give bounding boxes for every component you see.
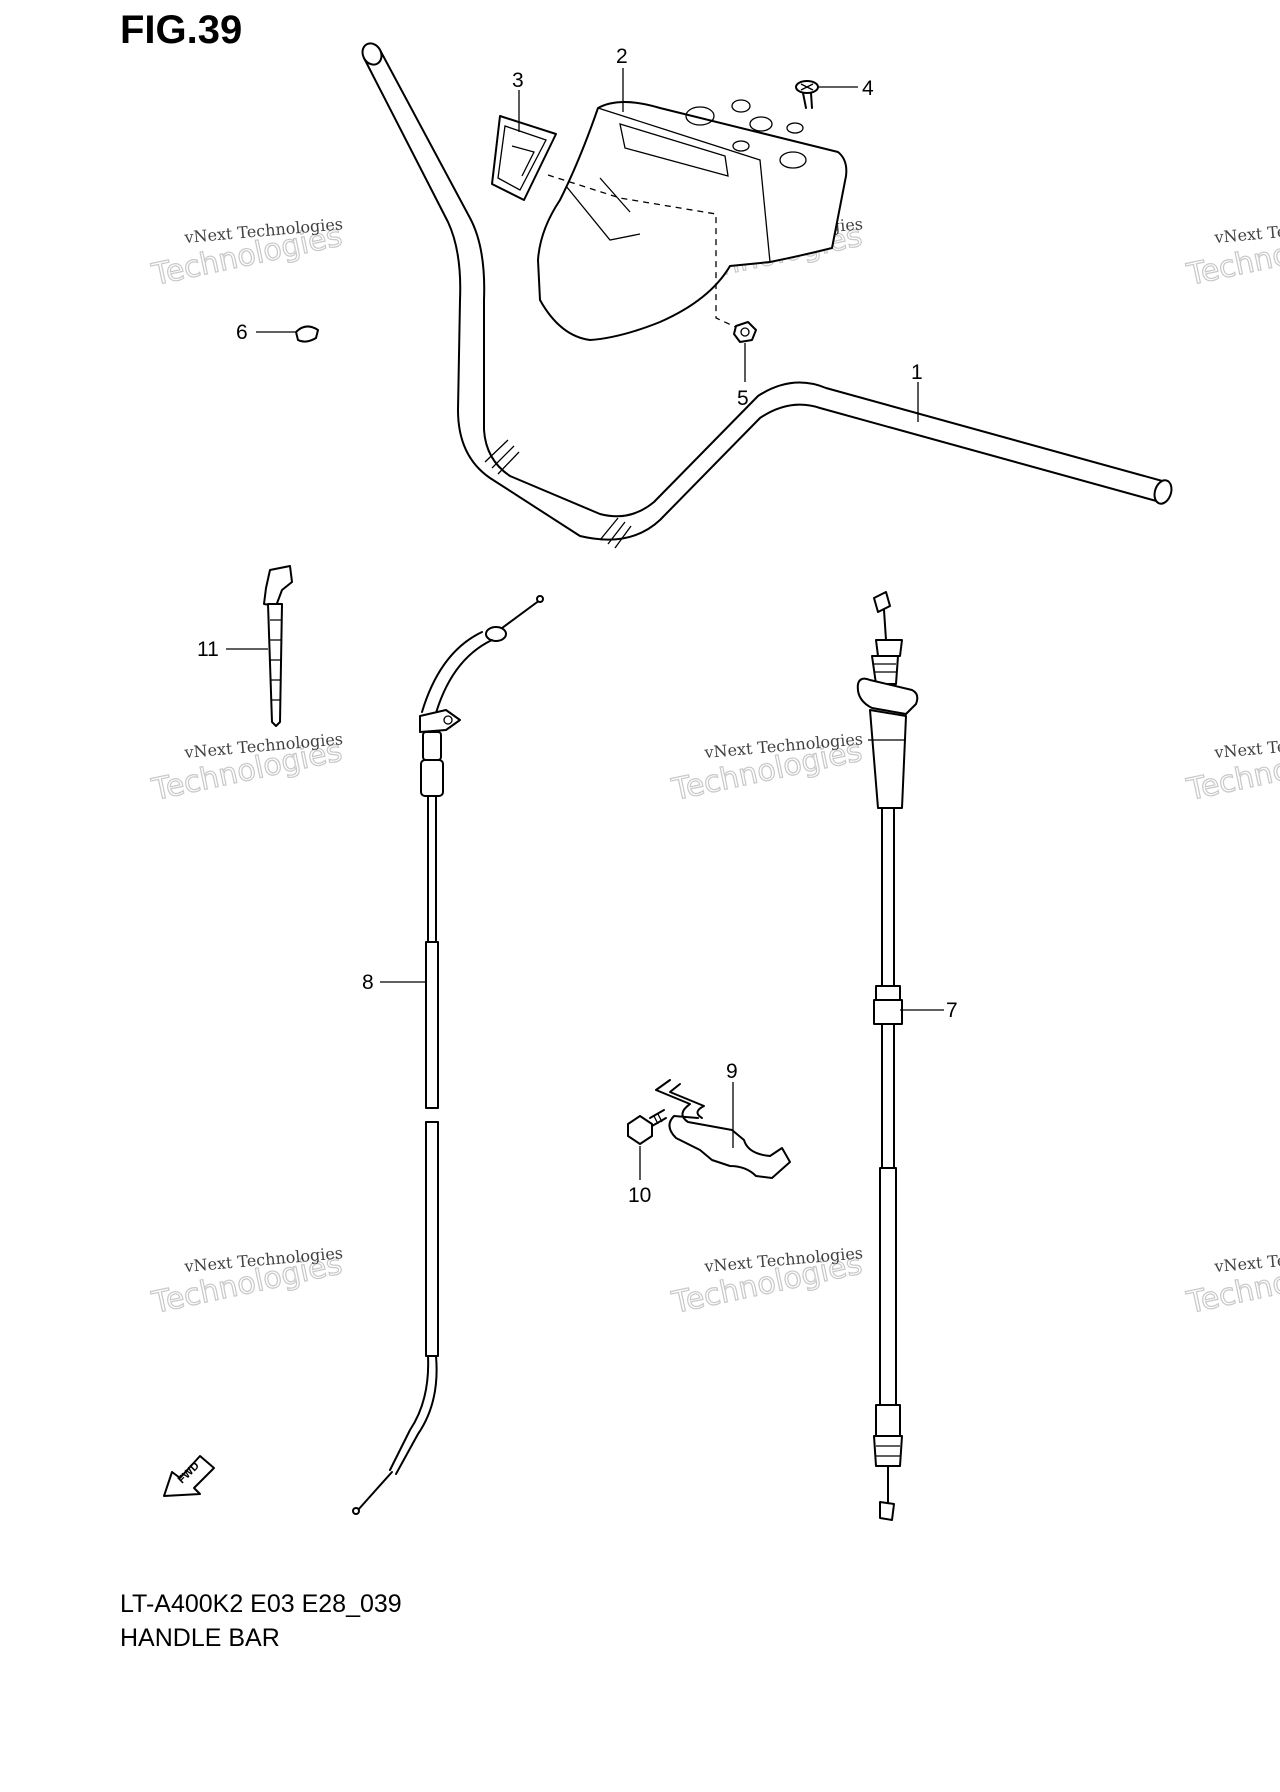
screw-part [795,80,858,109]
watermark-front-text: vNext Technologies [1213,729,1280,762]
callout-1: 1 [911,361,923,384]
bolt-part [627,1109,667,1180]
watermark-front-text: vNext Technologies [1213,214,1280,247]
figure-title: FIG.39 [120,8,243,52]
fwd-arrow-icon: FWD [163,1455,215,1497]
watermark-9: Technologies vNext Technologies [1183,1243,1280,1321]
section-name: HANDLE BAR [120,1624,280,1652]
cable-tie-part [226,565,293,727]
watermark-4: Technologies vNext Technologies [148,729,346,808]
throttle-cable-part [352,595,544,1515]
watermark-7: Technologies vNext Technologies [148,1243,346,1321]
watermark-3: Technologies vNext Technologies [1183,214,1280,293]
callout-7: 7 [946,999,958,1022]
watermark-5: Technologies vNext Technologies [668,729,866,808]
emblem-part [491,115,557,201]
handlebar-part [361,42,1173,549]
callout-6: 6 [236,321,248,344]
callout-11: 11 [197,638,219,661]
assembly-guide-line [547,174,743,331]
callout-2: 2 [616,45,628,68]
cable-guide-part [655,1079,791,1179]
brake-cable-part [856,591,944,1521]
callout-9: 9 [726,1060,738,1083]
watermark-front-text: vNext Technologies [1213,1243,1280,1276]
nut-part [733,321,757,382]
watermark-8: Technologies vNext Technologies [668,1243,866,1321]
model-code: LT-A400K2 E03 E28_039 [120,1590,402,1618]
handlebar-cover-part [537,99,848,341]
watermark-group: Technologies vNext Technologies Technolo… [148,214,1280,1321]
callout-8: 8 [362,971,374,994]
cap-part [256,325,319,343]
watermark-6: Technologies vNext Technologies [1183,729,1280,808]
callout-10: 10 [628,1184,651,1207]
watermark-1: Technologies vNext Technologies [148,214,346,293]
callout-group: 1 2 3 4 5 6 7 8 9 10 11 [197,45,958,1207]
callout-4: 4 [862,77,874,100]
callout-3: 3 [512,69,524,92]
callout-5: 5 [737,387,749,410]
